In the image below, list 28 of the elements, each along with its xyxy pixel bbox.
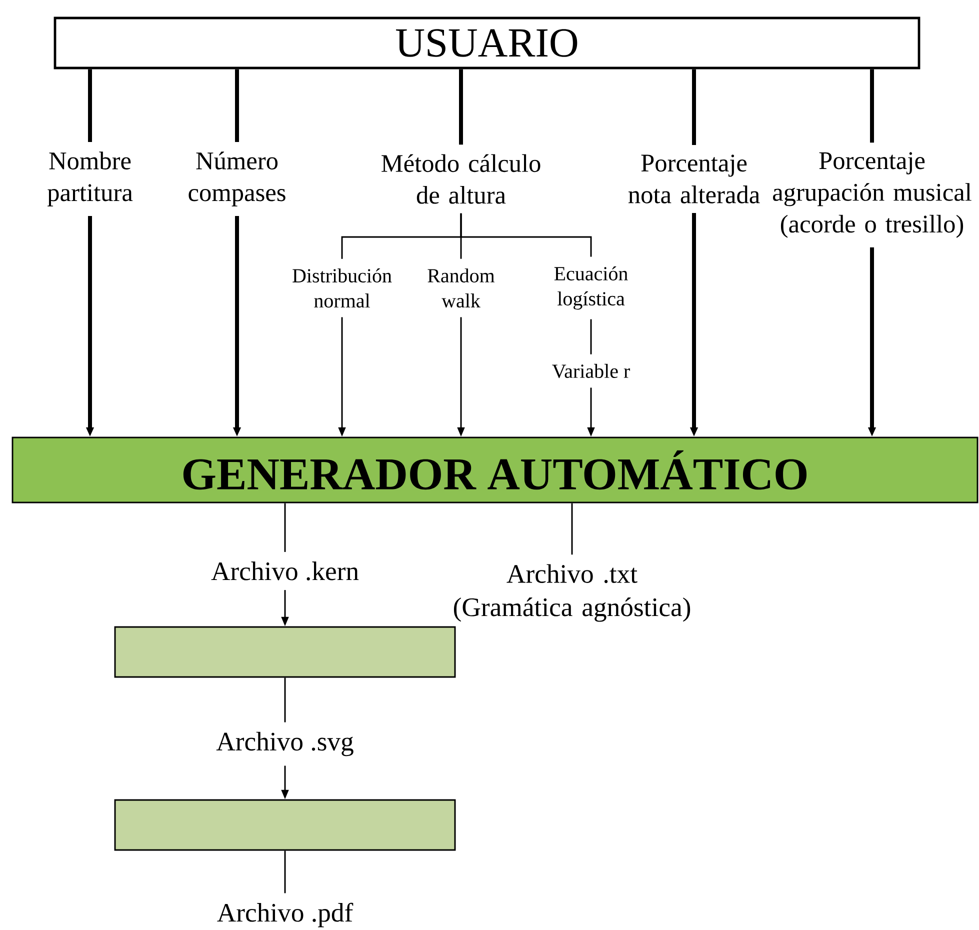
connector-line [590, 319, 592, 354]
text-label: Variable r [552, 364, 630, 378]
text-label: Archivo .pdf [217, 902, 354, 928]
text-label: Archivo .txt (Gramática agnóstica) [454, 564, 690, 622]
connector-line [459, 69, 463, 145]
text-label: Distribución normal [292, 268, 392, 308]
text-label: Porcentaje agrupación musical (acorde o tresillo) [773, 152, 972, 238]
connector-line [870, 69, 874, 143]
text-label: Porcentaje nota alterada [628, 154, 760, 204]
connector-line [284, 503, 286, 552]
text-label: Nombre partitura [48, 152, 133, 206]
connector-line [692, 69, 696, 146]
generator-box: GENERADOR AUTOMÁTICO [12, 436, 978, 504]
connector-line [235, 69, 239, 142]
connector-line [284, 850, 286, 894]
text-label: Número compases [188, 152, 286, 206]
text-label: Método cálculo de altura [382, 154, 540, 204]
connector-line [284, 678, 286, 722]
header-box: USUARIO [54, 16, 920, 70]
process-box [114, 626, 456, 678]
text-label: Ecuación logística [554, 266, 628, 310]
text-label: Archivo .svg [216, 732, 354, 756]
text-label: Archivo .kern [211, 562, 359, 580]
connector-line [460, 213, 592, 257]
text-label: Random walk [428, 268, 495, 308]
connector-line [88, 69, 92, 142]
connector-line [571, 503, 573, 555]
process-box [114, 799, 456, 851]
